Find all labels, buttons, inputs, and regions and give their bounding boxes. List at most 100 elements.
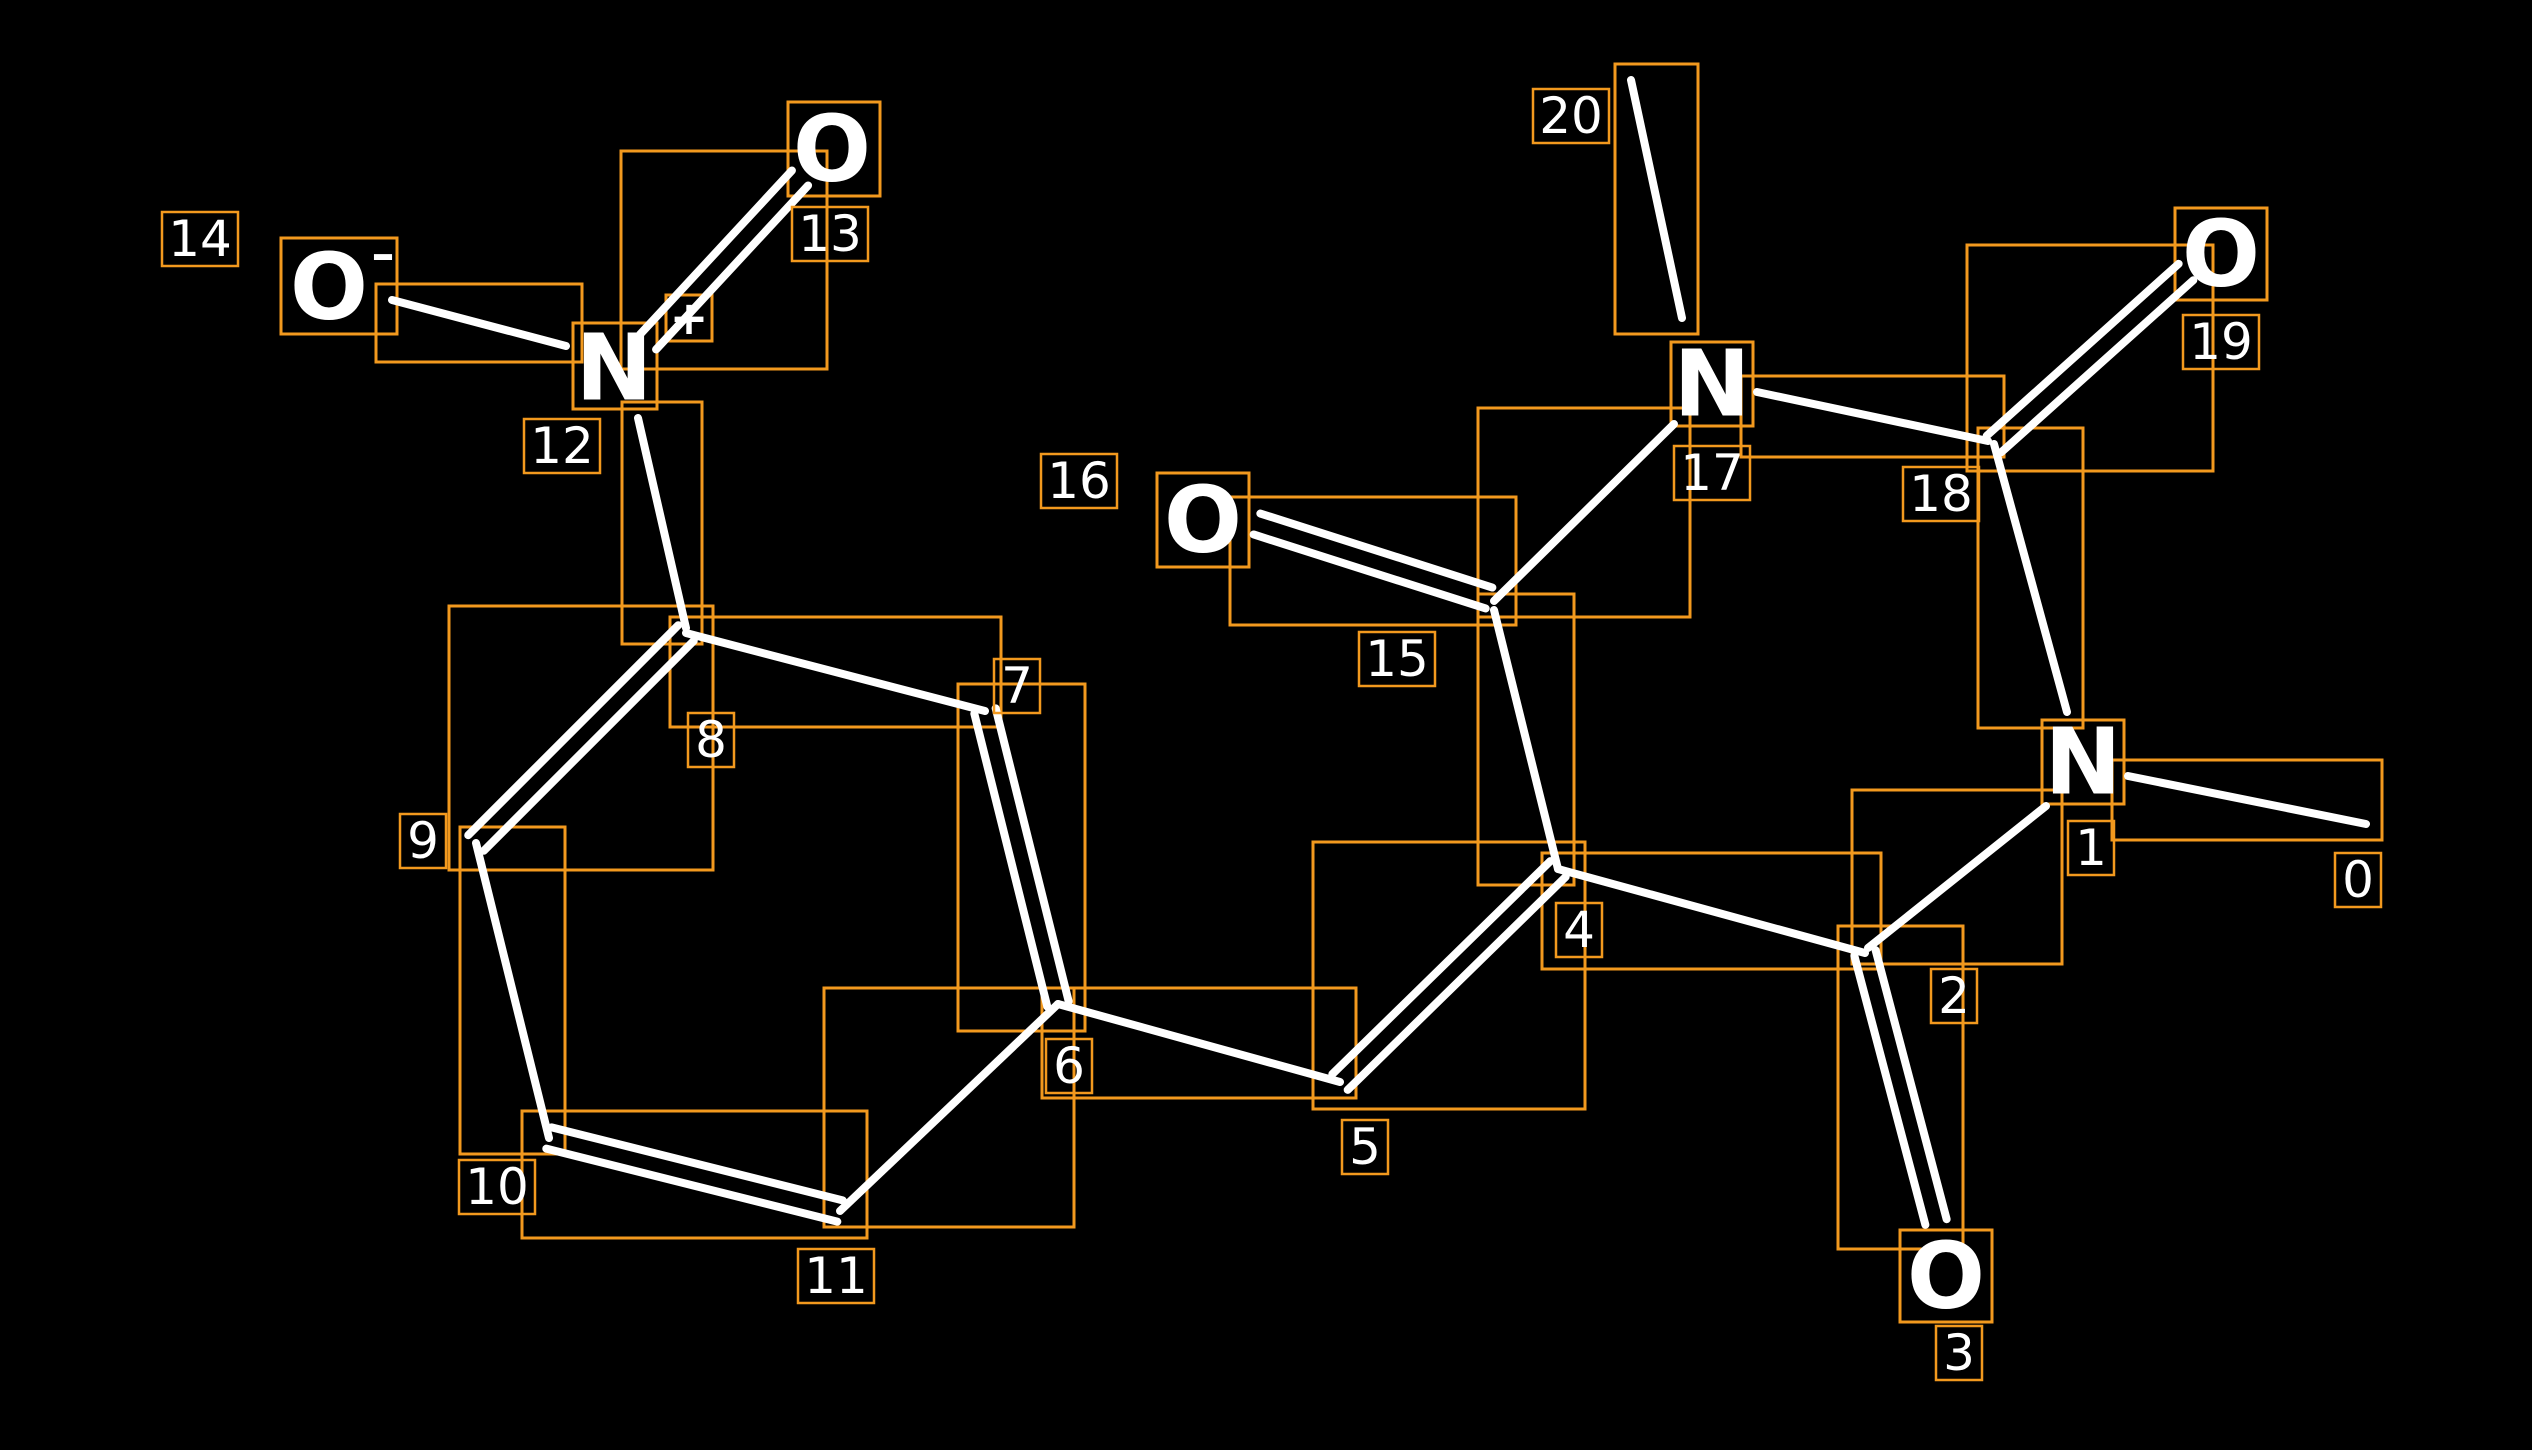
atom-index-label-box-2 (1929, 967, 1979, 1025)
atom-bounding-box-13 (786, 100, 882, 198)
bond-bounding-box-11-6 (822, 986, 1076, 1229)
atom-index-label-box-13 (790, 205, 870, 263)
bond-10-11 (542, 1123, 847, 1226)
bond-17-20 (1627, 76, 1686, 322)
bond-line (1490, 606, 1562, 873)
bond-2-3 (1850, 946, 1951, 1229)
atom-index-label-box-9 (398, 812, 448, 870)
atom-index-label-box-17 (1672, 444, 1752, 502)
atom-index-label-16: 16 (1047, 452, 1111, 510)
bond-line (547, 1123, 847, 1205)
atom-index-label-box-16 (1039, 452, 1119, 510)
atom-symbol-n-12: N (576, 315, 653, 422)
atom-index-label-box-11 (796, 1247, 876, 1305)
bond-bounding-box-8-9 (447, 604, 715, 872)
bond-bounding-box-10-11 (520, 1109, 869, 1240)
bond-12-13 (635, 166, 813, 354)
atom-index-label-box-5 (1340, 1118, 1390, 1176)
bond-6-7 (970, 704, 1073, 1011)
bond-18-19 (1982, 259, 2198, 457)
bond-2-4 (1554, 865, 1869, 957)
atom-index-label-box-20 (1531, 87, 1611, 145)
bond-line (542, 1144, 842, 1226)
bond-line (1753, 388, 1992, 445)
atom-index-label-5: 5 (1349, 1118, 1381, 1176)
bond-line (1490, 420, 1678, 605)
bond-bounding-box-7-8 (668, 615, 1003, 729)
bond-8-9 (464, 621, 698, 855)
bond-line (1627, 76, 1686, 322)
bond-line (1990, 440, 2071, 716)
atom-index-label-13: 13 (798, 205, 862, 263)
atom-charge-12: + (670, 291, 709, 345)
atom-index-label-15: 15 (1365, 630, 1429, 688)
atom-symbol-o-16: O (1164, 467, 1242, 574)
bond-bounding-box-18-19 (1965, 243, 2215, 473)
bond-6-5 (1054, 1000, 1344, 1086)
atom-index-label-box-6 (1044, 1037, 1094, 1095)
atom-symbol-o-19: O (2182, 201, 2260, 308)
bond-line (682, 629, 989, 715)
bond-line (652, 181, 813, 354)
atom-index-label-8: 8 (695, 711, 727, 769)
bond-1-2 (1864, 802, 2050, 952)
bond-line (635, 166, 796, 339)
bond-line (1343, 872, 1570, 1094)
atom-index-label-0: 0 (2342, 851, 2374, 909)
atom-index-label-10: 10 (465, 1158, 529, 1216)
bond-line (479, 636, 698, 855)
atom-index-label-6: 6 (1053, 1037, 1085, 1095)
bond-line (1864, 802, 2050, 952)
bond-bounding-box-2-4 (1540, 851, 1883, 971)
bond-line (1249, 530, 1490, 613)
atom-symbol-n-17: N (1674, 331, 1751, 438)
bond-bounding-box-15-17 (1476, 406, 1692, 619)
atom-index-label-4: 4 (1563, 901, 1595, 959)
atom-index-label-2: 2 (1938, 967, 1970, 1025)
atom-bounding-box-17 (1669, 340, 1755, 428)
bond-line (1871, 946, 1951, 1224)
atom-symbol-n-1: N (2045, 709, 2122, 816)
atom-index-label-box-4 (1554, 901, 1604, 959)
bond-line (970, 709, 1052, 1011)
atom-index-label-7: 7 (1001, 657, 1033, 715)
bond-line (388, 296, 570, 350)
bond-line (1850, 951, 1930, 1229)
bond-line (1982, 259, 2183, 440)
bond-line (1054, 1000, 1344, 1086)
bond-line (464, 621, 683, 840)
bond-14-12 (388, 296, 570, 350)
bond-line (472, 839, 553, 1142)
atom-index-label-box-15 (1357, 630, 1437, 688)
bond-bounding-box-5-4 (1311, 840, 1587, 1111)
atom-symbol-o-13: O (793, 96, 871, 203)
bond-bounding-box-1-0 (2110, 758, 2384, 842)
bond-line (2124, 772, 2370, 828)
bond-12-8 (634, 414, 690, 632)
atom-index-label-box-12 (522, 417, 602, 475)
atom-symbol-o-14: O (290, 234, 368, 341)
atom-symbol-o-3: O (1907, 1223, 1985, 1330)
atom-charge-14: – (372, 227, 395, 281)
atom-bounding-box-12 (571, 321, 659, 411)
atom-index-label-18: 18 (1909, 465, 1973, 523)
bond-bounding-box-15-16 (1228, 495, 1518, 627)
atom-index-label-20: 20 (1539, 87, 1603, 145)
bond-7-8 (682, 629, 989, 715)
bond-4-15 (1490, 606, 1562, 873)
bond-15-17 (1490, 420, 1678, 605)
bond-bounding-box-6-7 (956, 682, 1087, 1033)
atom-index-label-9: 9 (407, 812, 439, 870)
bond-line (1328, 857, 1555, 1079)
bond-15-16 (1249, 509, 1497, 613)
bond-line (1256, 509, 1497, 592)
atom-bounding-box-14 (279, 236, 399, 336)
bond-1-0 (2124, 772, 2370, 828)
bond-line (991, 704, 1073, 1006)
atom-index-label-box-3 (1934, 1324, 1984, 1382)
atom-index-label-12: 12 (530, 417, 594, 475)
atom-bounding-box-19 (2173, 206, 2269, 302)
